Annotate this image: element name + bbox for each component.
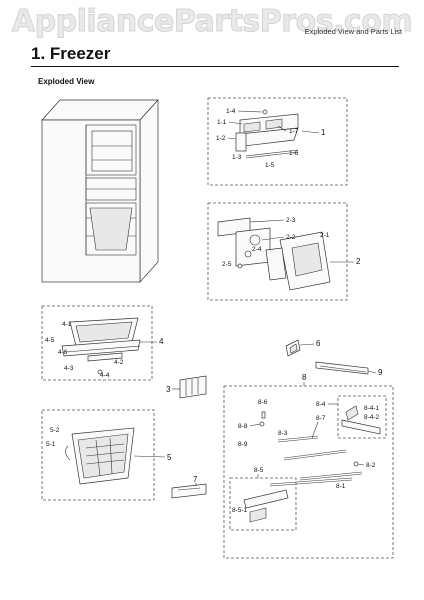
label-8-4: 8-4 <box>316 401 326 408</box>
label-2: 2 <box>356 257 361 266</box>
label-5: 5 <box>167 453 172 462</box>
group-5-box <box>41 409 155 501</box>
group-1-box <box>207 97 348 186</box>
label-8-7: 8-7 <box>316 415 326 422</box>
watermark: AppliancePartsPros.com <box>11 4 413 40</box>
label-8-2: 8-2 <box>366 462 376 469</box>
label-8-6: 8-6 <box>258 399 268 406</box>
title-rule <box>31 66 399 67</box>
label-8: 8 <box>302 373 307 382</box>
label-2-3: 2-3 <box>286 217 296 224</box>
label-8-1: 8-1 <box>336 483 346 490</box>
label-1-1: 1-1 <box>217 119 227 126</box>
section-subtitle: Exploded View <box>38 77 95 86</box>
label-8-5-1: 8-5-1 <box>232 507 248 514</box>
part-8-assembly <box>259 411 363 487</box>
refrigerator-cabinet <box>41 99 159 283</box>
label-1-5: 1-5 <box>265 162 275 169</box>
part-2-assembly <box>217 217 331 291</box>
group-4-box <box>41 305 153 381</box>
part-4-drawer <box>61 317 141 375</box>
label-1-4: 1-4 <box>226 108 236 115</box>
label-2-2: 2-2 <box>286 234 296 241</box>
part-5-basket <box>65 427 135 485</box>
page-header: Exploded View and Parts List <box>304 27 402 36</box>
page-title: 1. Freezer <box>31 44 111 63</box>
label-8-3: 8-3 <box>278 430 288 437</box>
part-9-rail <box>315 361 369 375</box>
label-1-7: 1-7 <box>289 128 299 135</box>
label-5-2: 5-2 <box>50 427 60 434</box>
label-2-4: 2-4 <box>252 246 262 253</box>
label-2-1: 2-1 <box>320 232 330 239</box>
part-3 <box>179 375 207 399</box>
label-8-5: 8-5 <box>254 467 264 474</box>
label-8-9: 8-9 <box>238 441 248 448</box>
part-1-assembly <box>235 109 299 159</box>
label-3: 3 <box>166 385 171 394</box>
part-8-5 <box>243 489 289 523</box>
label-6: 6 <box>316 339 321 348</box>
label-4-5: 4-5 <box>45 337 55 344</box>
label-1: 1 <box>321 128 326 137</box>
part-6 <box>285 339 301 357</box>
label-1-2: 1-2 <box>216 135 226 142</box>
group-8-box <box>223 385 394 559</box>
group-2-box <box>207 202 348 301</box>
group-8-5-box <box>229 477 297 531</box>
label-1-3: 1-3 <box>232 154 242 161</box>
label-4-3: 4-3 <box>64 365 74 372</box>
label-4-6: 4-6 <box>58 349 68 356</box>
label-8-4-1: 8-4-1 <box>364 405 380 412</box>
part-7 <box>171 483 207 499</box>
label-8-4-2: 8-4-2 <box>364 414 380 421</box>
label-4: 4 <box>159 337 164 346</box>
label-7: 7 <box>193 475 198 484</box>
label-4-4: 4-4 <box>100 372 110 379</box>
part-8-4 <box>341 405 381 435</box>
label-4-2: 4-2 <box>114 359 124 366</box>
label-4-1: 4-1 <box>62 321 72 328</box>
label-2-5: 2-5 <box>222 261 232 268</box>
label-1-6: 1-6 <box>289 150 299 157</box>
label-5-1: 5-1 <box>46 441 56 448</box>
label-9: 9 <box>378 368 383 377</box>
label-8-8: 8-8 <box>238 423 248 430</box>
